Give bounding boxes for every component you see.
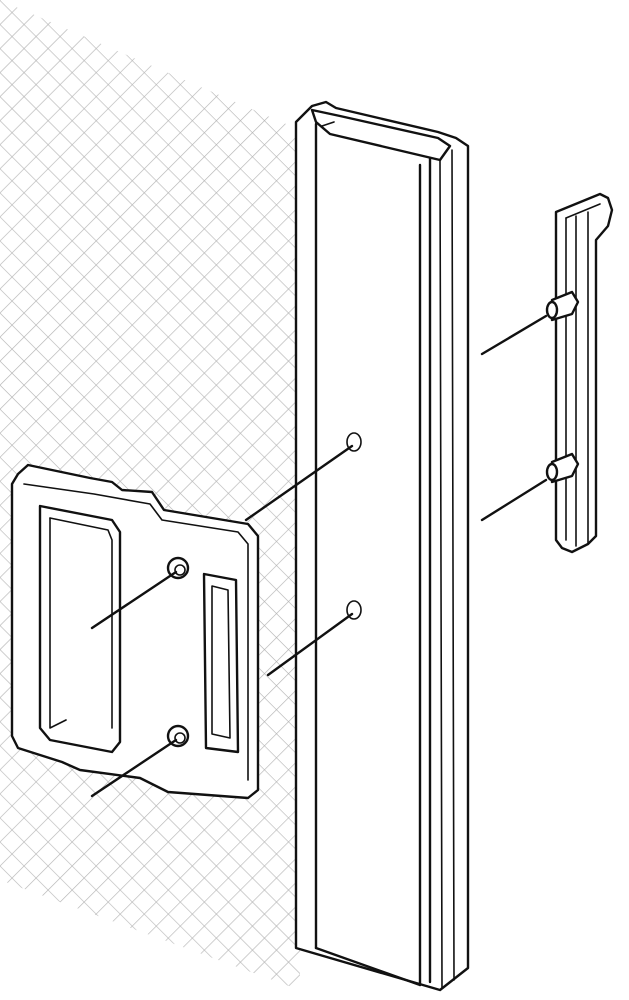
fence-post xyxy=(294,100,470,992)
mounting-bracket-plate xyxy=(10,463,260,800)
cover-strip xyxy=(545,192,614,554)
strip-stud-lower xyxy=(545,452,580,484)
strip-stud-upper xyxy=(545,290,580,322)
assembly-guide-lines xyxy=(90,314,548,798)
